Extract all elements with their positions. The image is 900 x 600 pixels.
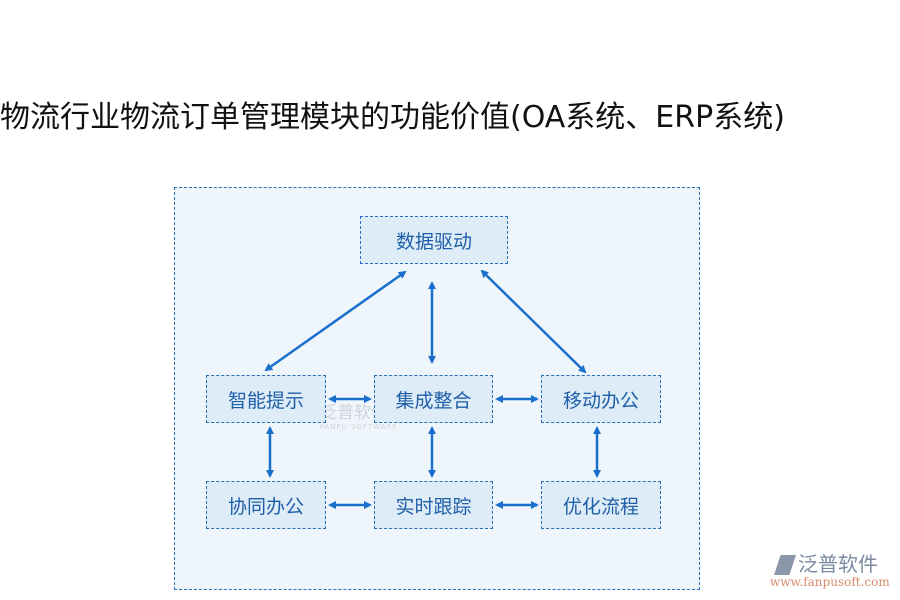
arrow-data-smart: [264, 270, 407, 372]
node-mobile-office: 移动办公: [541, 375, 661, 423]
node-optimize-flow: 优化流程: [541, 481, 661, 529]
node-integration: 集成整合: [374, 375, 493, 423]
node-data-driven: 数据驱动: [360, 216, 508, 264]
logo-icon: [774, 555, 796, 575]
node-collab-office: 协同办公: [206, 481, 326, 529]
arrow-data-mobile: [480, 269, 587, 374]
page-title: 物流行业物流订单管理模块的功能价值(OA系统、ERP系统): [0, 100, 785, 135]
node-smart-hint: 智能提示: [206, 375, 326, 423]
node-realtime-tracking: 实时跟踪: [374, 481, 493, 529]
brand-logo: 泛普软件 www.fanpusoft.com: [770, 552, 890, 589]
